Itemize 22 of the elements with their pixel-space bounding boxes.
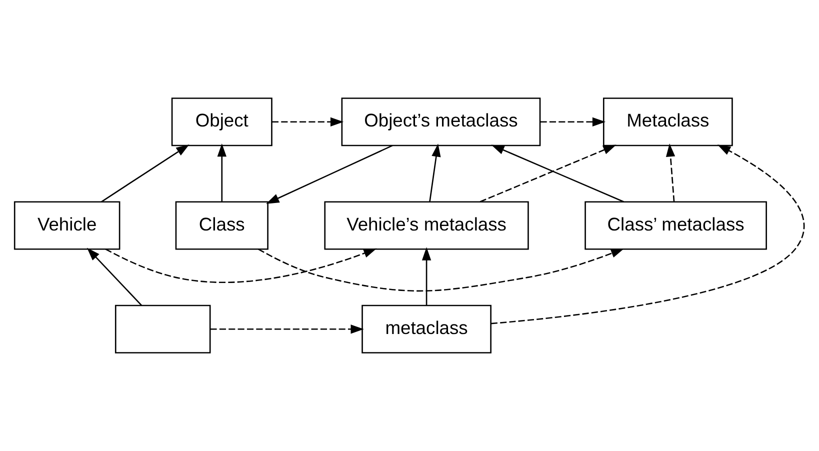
arrow (422, 247, 432, 306)
arrow (540, 117, 606, 126)
arrow (210, 324, 364, 334)
arrow (105, 248, 377, 284)
arrow (266, 144, 393, 204)
node-box (114, 304, 211, 354)
arrow (101, 144, 190, 202)
node-box: Class’ metaclass (584, 201, 767, 250)
arrow (490, 144, 804, 324)
node-box: Vehicle (14, 201, 120, 250)
arrow (272, 117, 344, 126)
node-box: Object’s metaclass (341, 98, 541, 146)
arrow (666, 144, 676, 202)
arrow (429, 144, 441, 202)
arrow (217, 144, 226, 202)
arrow (258, 248, 624, 292)
arrow (86, 248, 142, 306)
node-box: Class (175, 201, 268, 250)
node-box: Vehicle’s metaclass (324, 201, 529, 250)
node-box: Metaclass (603, 98, 733, 146)
node-box: metaclass (362, 304, 492, 354)
node-box: Object (171, 98, 272, 146)
